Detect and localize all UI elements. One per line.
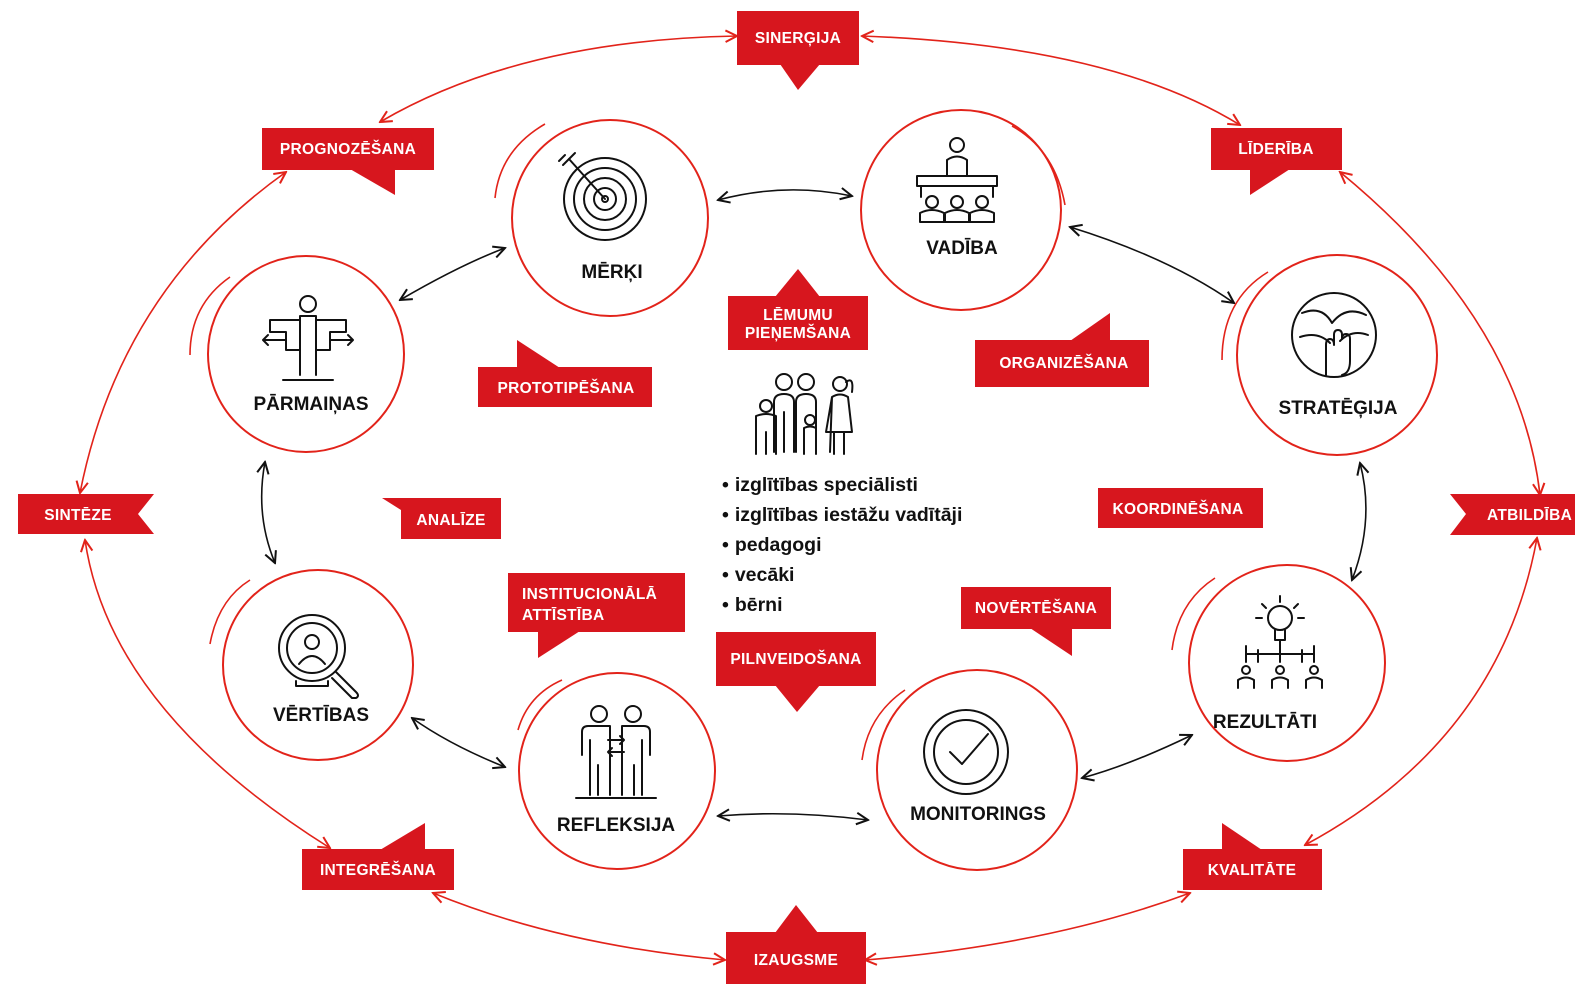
svg-text:KOORDINĒŠANA: KOORDINĒŠANA bbox=[1112, 500, 1243, 518]
arrow-sinteze-prognozesana bbox=[80, 172, 286, 493]
svg-text:IZAUGSME: IZAUGSME bbox=[754, 952, 838, 969]
crossroads-icon bbox=[262, 295, 354, 381]
node-parmainas: PĀRMAIŅAS bbox=[189, 255, 405, 453]
tag-lideriba: LĪDERĪBA bbox=[1211, 128, 1342, 195]
arrow-merki-vadiba bbox=[718, 190, 852, 200]
svg-text:SINTĒZE: SINTĒZE bbox=[44, 507, 112, 524]
node-label-vertibas: VĒRTĪBAS bbox=[273, 705, 369, 726]
svg-text:PIEŅEMŠANA: PIEŅEMŠANA bbox=[745, 324, 851, 342]
svg-text:ATTĪSTĪBA: ATTĪSTĪBA bbox=[522, 607, 605, 624]
svg-text:INTEGRĒŠANA: INTEGRĒŠANA bbox=[320, 861, 436, 879]
tag-sinteze: SINTĒZE bbox=[18, 494, 154, 534]
node-merki: MĒRĶI bbox=[494, 119, 709, 317]
arrow-parmainas-merki bbox=[400, 248, 505, 300]
svg-text:PILNVEIDOŠANA: PILNVEIDOŠANA bbox=[730, 650, 861, 668]
node-label-merki: MĒRĶI bbox=[581, 262, 642, 283]
tag-atbildiba: ATBILDĪBA bbox=[1450, 494, 1575, 535]
svg-text:NOVĒRTĒŠANA: NOVĒRTĒŠANA bbox=[975, 599, 1097, 617]
arrow-monitorings-refleksija bbox=[718, 814, 868, 820]
node-rezultati: REZULTĀTI bbox=[1171, 564, 1386, 762]
svg-text:INSTITUCIONĀLĀ: INSTITUCIONĀLĀ bbox=[522, 586, 657, 603]
tag-prognozesana: PROGNOZĒŠANA bbox=[262, 128, 434, 195]
idea-network-icon bbox=[1237, 595, 1323, 689]
arrow-kvalitate-izaugsme bbox=[865, 893, 1190, 960]
arrow-integresana-sinteze bbox=[85, 540, 330, 848]
tag-analize: ANALĪZE bbox=[382, 498, 501, 539]
tag-izaugsme: IZAUGSME bbox=[726, 905, 866, 984]
exchange-people-icon bbox=[575, 705, 657, 799]
node-vadiba: VADĪBA bbox=[860, 109, 1066, 311]
svg-text:LĒMUMU: LĒMUMU bbox=[763, 307, 833, 324]
svg-text:ORGANIZĒŠANA: ORGANIZĒŠANA bbox=[999, 354, 1128, 372]
arrow-sinergija-lideriba bbox=[862, 36, 1240, 125]
family-icon bbox=[755, 373, 854, 455]
svg-text:PROTOTIPĒŠANA: PROTOTIPĒŠANA bbox=[497, 379, 634, 397]
node-label-strategija: STRATĒĢIJA bbox=[1279, 398, 1398, 419]
svg-text:PROGNOZĒŠANA: PROGNOZĒŠANA bbox=[280, 140, 416, 158]
list-item: izglītības speciālisti bbox=[722, 470, 962, 500]
node-label-vadiba: VADĪBA bbox=[926, 238, 998, 259]
tag-koordinesana: KOORDINĒŠANA bbox=[1098, 488, 1263, 528]
arrow-vertibas-parmainas bbox=[262, 462, 275, 563]
svg-text:KVALITĀTE: KVALITĀTE bbox=[1208, 862, 1297, 879]
arrow-prognozesana-sinergija bbox=[380, 36, 737, 122]
list-item: izglītības iestāžu vadītāji bbox=[722, 500, 963, 530]
node-vertibas: VĒRTĪBAS bbox=[209, 569, 414, 761]
tag-institucionala-attistiba: INSTITUCIONĀLĀ ATTĪSTĪBA bbox=[508, 573, 685, 658]
arrow-strategija-rezultati bbox=[1352, 463, 1366, 580]
node-label-rezultati: REZULTĀTI bbox=[1213, 712, 1317, 733]
list-item: vecāki bbox=[722, 560, 962, 590]
node-strategija: STRATĒĢIJA bbox=[1221, 254, 1438, 456]
outer-ring-arrows bbox=[80, 36, 1540, 960]
list-item: pedagogi bbox=[722, 530, 962, 560]
audience-list: izglītības speciālisti izglītības iestāž… bbox=[722, 470, 963, 620]
check-circle-icon bbox=[923, 709, 1009, 795]
tag-sinergija: SINERĢIJA bbox=[737, 11, 859, 90]
svg-text:SINERĢIJA: SINERĢIJA bbox=[755, 30, 841, 47]
tag-novertesana: NOVĒRTĒŠANA bbox=[961, 587, 1111, 656]
tag-prototipesana: PROTOTIPĒŠANA bbox=[478, 340, 652, 407]
node-label-monitorings: MONITORINGS bbox=[910, 804, 1046, 825]
inner-ring-arrows bbox=[262, 190, 1366, 820]
node-refleksija: REFLEKSIJA bbox=[517, 672, 716, 870]
tag-organizesana: ORGANIZĒŠANA bbox=[975, 313, 1149, 387]
meeting-icon bbox=[916, 137, 998, 223]
tag-integresana: INTEGRĒŠANA bbox=[302, 823, 454, 890]
target-icon bbox=[558, 152, 647, 241]
arrow-refleksija-vertibas bbox=[412, 718, 505, 767]
svg-text:ATBILDĪBA: ATBILDĪBA bbox=[1487, 507, 1572, 524]
tag-pilnveidosana: PILNVEIDOŠANA bbox=[716, 632, 876, 712]
list-item: bērni bbox=[722, 590, 962, 620]
arrow-rezultati-monitorings bbox=[1082, 735, 1192, 778]
arrow-vadiba-strategija bbox=[1070, 227, 1234, 303]
node-monitorings: MONITORINGS bbox=[861, 669, 1078, 871]
node-label-parmainas: PĀRMAIŅAS bbox=[253, 394, 368, 415]
tag-kvalitate: KVALITĀTE bbox=[1183, 823, 1322, 890]
arrow-atbildiba-kvalitate bbox=[1305, 538, 1537, 845]
magnifier-person-icon bbox=[278, 614, 359, 699]
teamwork-hands-icon bbox=[1291, 292, 1377, 378]
arrow-izaugsme-integresana bbox=[433, 893, 725, 960]
svg-text:LĪDERĪBA: LĪDERĪBA bbox=[1238, 141, 1314, 158]
node-label-refleksija: REFLEKSIJA bbox=[557, 815, 676, 836]
arrow-lideriba-atbildiba bbox=[1340, 172, 1540, 495]
tag-lemumu-pienemsana: LĒMUMU PIEŅEMŠANA bbox=[728, 269, 868, 350]
svg-text:ANALĪZE: ANALĪZE bbox=[416, 512, 485, 529]
